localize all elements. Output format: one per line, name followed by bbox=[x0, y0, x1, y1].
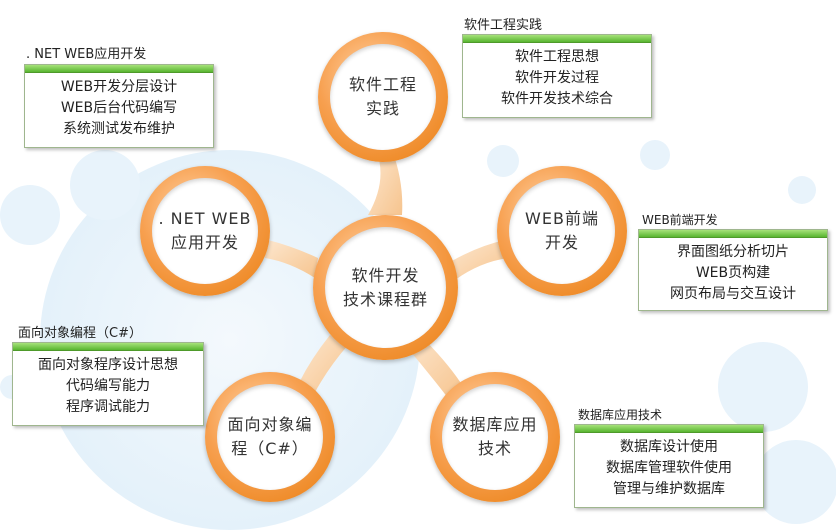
background-bubble bbox=[640, 140, 670, 170]
node-label: WEB前端 开发 bbox=[525, 209, 599, 252]
node-software-engineering: 软件工程 实践 bbox=[318, 32, 448, 162]
list-item: 程序调试能力 bbox=[66, 399, 150, 415]
info-box-oop: 面向对象程序设计思想 代码编写能力 程序调试能力 bbox=[12, 342, 204, 426]
background-bubble bbox=[487, 145, 519, 177]
node-oop: 面向对象编 程（C#） bbox=[205, 372, 335, 502]
box-header-bar bbox=[575, 425, 763, 433]
list-item: 管理与维护数据库 bbox=[613, 481, 725, 497]
node-dotnet-web: . NET WEB 应用开发 bbox=[140, 166, 270, 296]
list-item: WEB后台代码编写 bbox=[60, 100, 178, 116]
center-node: 软件开发 技术课程群 bbox=[313, 215, 458, 360]
info-box-dotnet-web: WEB开发分层设计 WEB后台代码编写 系统测试发布维护 bbox=[24, 64, 214, 148]
list-item: 系统测试发布维护 bbox=[63, 121, 175, 137]
background-bubble bbox=[0, 185, 60, 245]
list-item: WEB页构建 bbox=[695, 265, 771, 281]
info-box-database: 数据库设计使用 数据库管理软件使用 管理与维护数据库 bbox=[574, 424, 764, 508]
list-item: 软件开发技术综合 bbox=[501, 91, 613, 107]
box-header-bar bbox=[25, 65, 213, 73]
list-item: 面向对象程序设计思想 bbox=[38, 357, 178, 373]
info-box-software-engineering: 软件工程思想 软件开发过程 软件开发技术综合 bbox=[462, 34, 652, 118]
node-database: 数据库应用 技术 bbox=[430, 372, 560, 502]
box-title-software-engineering: 软件工程实践 bbox=[464, 18, 543, 33]
list-item: 界面图纸分析切片 bbox=[677, 244, 789, 260]
box-header-bar bbox=[463, 35, 651, 43]
node-label: 数据库应用 技术 bbox=[452, 415, 538, 458]
node-web-frontend: WEB前端 开发 bbox=[497, 166, 627, 296]
list-item: 数据库管理软件使用 bbox=[606, 460, 732, 476]
background-bubble bbox=[718, 342, 808, 432]
list-item: 数据库设计使用 bbox=[620, 439, 718, 455]
background-bubble bbox=[754, 440, 836, 524]
list-item: 软件开发过程 bbox=[515, 70, 599, 86]
box-header-bar bbox=[13, 343, 203, 351]
box-title-database: 数据库应用技术 bbox=[578, 408, 663, 422]
box-title-oop: 面向对象编程（C#） bbox=[18, 326, 142, 341]
box-title-web-frontend: WEB前端开发 bbox=[642, 213, 718, 227]
box-title-dotnet-web: . NET WEB应用开发 bbox=[26, 47, 147, 62]
node-label: . NET WEB 应用开发 bbox=[158, 209, 252, 252]
center-node-label: 软件开发 技术课程群 bbox=[342, 265, 428, 309]
list-item: 代码编写能力 bbox=[66, 378, 150, 394]
background-bubble bbox=[788, 176, 816, 204]
list-item: 网页布局与交互设计 bbox=[670, 286, 796, 302]
list-item: WEB开发分层设计 bbox=[60, 79, 178, 95]
node-label: 面向对象编 程（C#） bbox=[227, 415, 313, 458]
info-box-web-frontend: 界面图纸分析切片 WEB页构建 网页布局与交互设计 bbox=[638, 229, 828, 311]
list-item: 软件工程思想 bbox=[515, 49, 599, 65]
background-bubble bbox=[70, 150, 140, 220]
node-label: 软件工程 实践 bbox=[348, 75, 417, 118]
box-header-bar bbox=[639, 230, 827, 238]
